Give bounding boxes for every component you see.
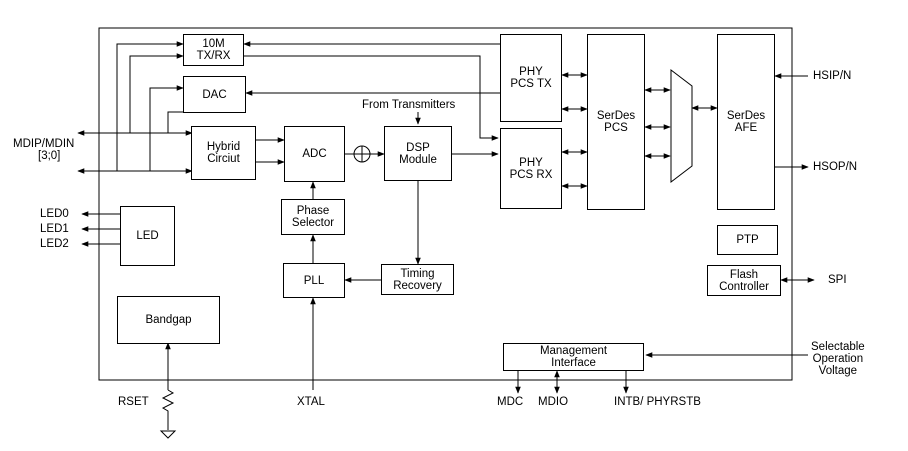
block-ptp: PTP	[717, 225, 778, 255]
rset-resistor	[161, 389, 175, 430]
label-mdc: MDC	[497, 396, 524, 408]
block-serdes-afe-line2: AFE	[734, 122, 758, 134]
block-dsp-line2: Module	[399, 153, 437, 166]
block-phase-line1: Phase	[296, 205, 330, 217]
block-hybrid-line2: Circiut	[207, 153, 240, 165]
label-spi: SPI	[828, 274, 847, 286]
label-mdip-mdin: MDIP/MDIN [3;0]	[13, 138, 74, 162]
block-dac: DAC	[183, 76, 246, 113]
block-dac-label: DAC	[202, 88, 227, 101]
label-led0: LED0	[40, 208, 69, 220]
block-serdes-pcs-line2: PCS	[604, 122, 628, 134]
block-10m-line2: TX/RX	[196, 50, 231, 62]
label-led2: LED2	[40, 238, 69, 250]
block-mgmt-line1: Management	[539, 345, 608, 357]
block-phy-tx-line1: PHY	[519, 66, 543, 78]
label-rset: RSET	[118, 396, 149, 408]
label-mdip-line1: MDIP/MDIN	[13, 138, 75, 150]
mux-trapezoid	[670, 68, 693, 184]
block-flash-line2: Controller	[719, 280, 769, 293]
block-phase-line2: Selector	[291, 217, 335, 229]
block-ptp-label: PTP	[736, 234, 759, 246]
block-timing-line2: Recovery	[393, 279, 442, 292]
label-selectable-line3: Voltage	[818, 365, 858, 377]
label-hsip: HSIP/N	[813, 70, 852, 82]
block-adc: ADC	[284, 126, 345, 182]
block-pll: PLL	[283, 263, 345, 298]
block-10m-line1: 10M	[202, 38, 225, 50]
block-led: LED	[120, 206, 175, 266]
chip-boundary	[98, 27, 793, 381]
block-phy-rx-line1: PHY	[519, 156, 543, 169]
block-dsp-line1: DSP	[406, 141, 430, 154]
label-selectable-line1: Selectable	[811, 341, 865, 353]
label-mdip-line2: [3;0]	[38, 150, 61, 162]
block-phy-rx-line2: PCS RX	[509, 168, 553, 181]
label-hsop: HSOP/N	[813, 161, 858, 173]
block-bandgap: Bandgap	[117, 296, 220, 344]
ground-symbol	[159, 430, 177, 439]
label-selectable-voltage: Selectable Operation Voltage	[811, 341, 865, 377]
block-mgmt-line2: Interface	[551, 357, 596, 369]
label-mdio: MDIO	[538, 396, 569, 408]
label-intb-phyrstb: INTB/ PHYRSTB	[614, 396, 701, 408]
block-timing-line1: Timing	[400, 267, 435, 280]
label-led1: LED1	[40, 223, 69, 235]
block-phy-tx-line2: PCS TX	[510, 78, 552, 90]
block-led-label: LED	[136, 230, 159, 242]
block-flash-line1: Flash	[729, 268, 759, 281]
block-hybrid-line1: Hybrid	[206, 141, 241, 153]
block-bandgap-label: Bandgap	[145, 314, 192, 326]
label-selectable-line2: Operation	[812, 353, 864, 365]
label-xtal: XTAL	[297, 396, 325, 408]
block-adc-label: ADC	[302, 148, 327, 160]
label-from-transmitters: From Transmitters	[362, 99, 456, 111]
block-pll-label: PLL	[303, 274, 325, 287]
block-serdes-pcs-line1: SerDes	[596, 110, 636, 122]
block-serdes-afe-line1: SerDes	[726, 110, 766, 122]
